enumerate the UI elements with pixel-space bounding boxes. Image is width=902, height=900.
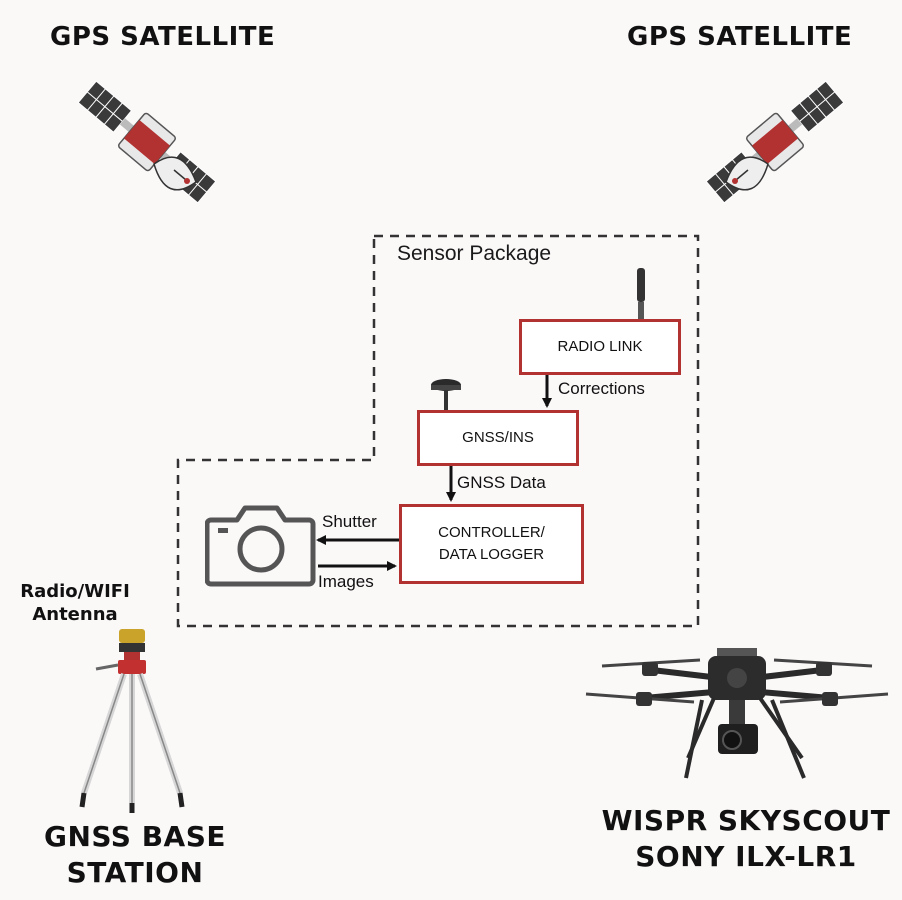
antenna-label-line2: Antenna <box>32 604 118 626</box>
sensor-package-label: Sensor Package <box>397 242 552 265</box>
radio-link-label: RADIO LINK <box>557 337 643 355</box>
gnss-data-label: GNSS Data <box>457 473 546 492</box>
controller-box: CONTROLLER/ DATA LOGGER <box>399 504 584 584</box>
gnss-ins-label: GNSS/INS <box>462 428 534 446</box>
tripod-icon <box>79 629 185 813</box>
radio-link-box: RADIO LINK <box>519 319 681 375</box>
antenna-icon <box>637 268 645 320</box>
gnss-antenna-icon <box>431 379 461 410</box>
drone-icon <box>585 648 889 779</box>
corrections-label: Corrections <box>558 379 645 398</box>
camera-icon <box>205 505 316 587</box>
title-base-line1: GNSS BASE <box>43 820 227 853</box>
title-drone-line1: WISPR SKYSCOUT <box>601 804 891 837</box>
title-base-line2: STATION <box>66 856 204 889</box>
antenna-label: Radio/WIFI Antenna <box>0 580 150 627</box>
title-sat-left: GPS SATELLITE <box>50 22 276 52</box>
antenna-label-line1: Radio/WIFI <box>20 581 130 602</box>
images-label: Images <box>318 572 374 591</box>
gnss-ins-box: GNSS/INS <box>417 410 579 466</box>
controller-label-line2: DATA LOGGER <box>438 546 545 563</box>
controller-label-line1: CONTROLLER/ <box>438 523 545 541</box>
title-sat-right: GPS SATELLITE <box>627 22 853 52</box>
shutter-label: Shutter <box>322 512 377 531</box>
satellite-icon <box>705 80 845 204</box>
satellite-icon <box>77 80 217 204</box>
title-drone-line2: SONY ILX-LR1 <box>635 840 857 873</box>
